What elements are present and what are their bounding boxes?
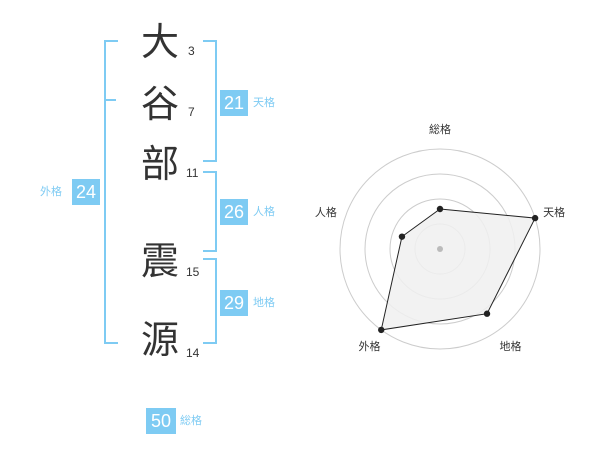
radar-center-dot bbox=[437, 246, 443, 252]
stroke-count-3: 11 bbox=[186, 166, 199, 180]
name-char-1: 大 bbox=[140, 20, 179, 64]
radar-point-5 bbox=[398, 233, 406, 240]
stroke-count-5: 14 bbox=[186, 346, 200, 360]
chikaku-label: 地格 bbox=[253, 296, 275, 309]
tenkaku-value-badge: 21 bbox=[220, 90, 248, 116]
chikaku-bracket bbox=[203, 258, 217, 344]
name-char-5: 源 bbox=[140, 318, 179, 362]
jinkaku-value-badge: 26 bbox=[220, 199, 248, 225]
radar-point-2 bbox=[531, 214, 539, 222]
soukaku-value-badge: 50 bbox=[146, 408, 176, 434]
stroke-count-1: 3 bbox=[188, 44, 195, 58]
radar-axis-label-4: 外格 bbox=[358, 339, 380, 353]
jinkaku-bracket bbox=[203, 171, 217, 252]
radar-ring-4 bbox=[339, 148, 541, 350]
gaikaku-bracket bbox=[104, 40, 118, 344]
stroke-count-4: 15 bbox=[186, 265, 200, 279]
radar-point-3 bbox=[483, 310, 491, 317]
soukaku-label: 総格 bbox=[180, 414, 202, 427]
stroke-count-2: 7 bbox=[188, 105, 195, 119]
radar-axis-label-2: 天格 bbox=[543, 205, 565, 219]
tenkaku-bracket bbox=[203, 40, 217, 162]
name-char-4: 震 bbox=[140, 239, 179, 283]
chikaku-value-badge: 29 bbox=[220, 290, 248, 316]
radar-axis-label-1: 総格 bbox=[429, 122, 451, 136]
tenkaku-label: 天格 bbox=[253, 96, 275, 109]
gaikaku-value-badge: 24 bbox=[72, 179, 100, 205]
radar-axis-label-3: 地格 bbox=[500, 339, 522, 353]
gaikaku-bracket-mid bbox=[104, 99, 116, 101]
gaikaku-label: 外格 bbox=[40, 185, 62, 198]
radar-axis-label-5: 人格 bbox=[315, 205, 337, 219]
name-char-2: 谷 bbox=[140, 82, 179, 126]
radar-point-4 bbox=[378, 326, 385, 334]
name-char-3: 部 bbox=[140, 142, 179, 186]
jinkaku-label: 人格 bbox=[253, 205, 275, 218]
radar-point-1 bbox=[436, 205, 444, 213]
radar-polygon bbox=[380, 208, 536, 331]
